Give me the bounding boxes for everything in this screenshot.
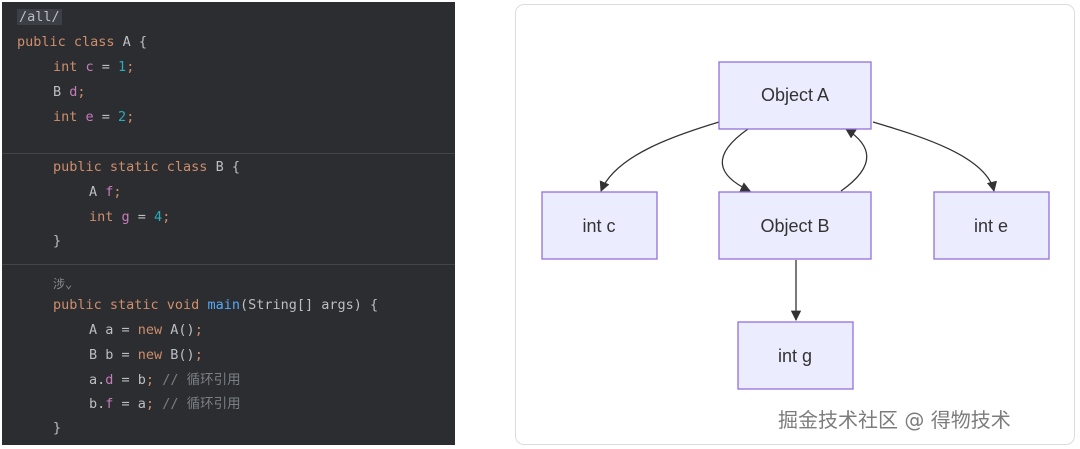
code-line: A a = new A(); — [89, 320, 203, 340]
edge-a-to-c — [599, 121, 720, 192]
node-label: Object A — [761, 85, 829, 105]
code-token: c — [85, 59, 94, 75]
code-line: } — [53, 418, 61, 438]
code-token: new — [137, 347, 171, 363]
code-line: a.d = b; // 循环引用 — [89, 370, 241, 390]
code-token: B — [53, 84, 70, 100]
code-token: 涉⌄ — [53, 277, 73, 291]
code-line: A f; — [89, 182, 122, 202]
node-label: Object B — [760, 216, 829, 236]
code-token: ; — [113, 184, 122, 200]
code-token: b. — [89, 396, 106, 412]
code-token: = a — [113, 396, 146, 412]
node-label: int e — [974, 216, 1008, 236]
code-token: ; — [145, 396, 163, 412]
node-int-g: int g — [737, 321, 854, 390]
code-token: int — [53, 109, 86, 125]
watermark: 掘金技术社区 @ 得物技术 — [778, 408, 1011, 432]
code-token: // 循环引用 — [162, 396, 241, 412]
code-token: = — [129, 209, 155, 225]
code-token: e — [85, 109, 94, 125]
code-token: ; — [126, 59, 135, 75]
code-token: public class — [17, 34, 123, 50]
code-line: int e = 2; — [53, 107, 134, 127]
code-line: b.f = a; // 循环引用 — [89, 394, 241, 414]
edge-a-to-b — [721, 128, 751, 192]
code-token: main — [207, 297, 240, 313]
code-token: public static class — [53, 159, 216, 175]
code-line: int g = 4; — [89, 207, 170, 227]
code-token: public static void — [53, 297, 208, 313]
code-token: 2 — [118, 109, 127, 125]
code-token: B() — [170, 347, 195, 363]
edge-b-to-a — [840, 128, 868, 192]
code-token: A — [89, 184, 106, 200]
code-token: int — [53, 59, 86, 75]
code-token: ; — [194, 322, 203, 338]
code-token: A() — [170, 322, 195, 338]
code-line: public class A { — [17, 32, 147, 52]
code-token: (String[] args) { — [239, 297, 379, 313]
code-editor-panel: /all/public class A {int c = 1;B d;int e… — [2, 2, 455, 445]
code-line: int c = 1; — [53, 57, 134, 77]
code-token: a. — [89, 372, 106, 388]
code-token: int — [89, 209, 122, 225]
code-token: 4 — [154, 209, 163, 225]
code-line: public static void main(String[] args) { — [53, 295, 378, 315]
code-line: public static class B { — [53, 157, 240, 177]
code-token: /all/ — [17, 9, 62, 25]
code-token: f — [105, 396, 114, 412]
node-object-a: Object A — [718, 61, 872, 130]
code-token: A { — [122, 34, 148, 50]
code-separator — [2, 264, 455, 265]
code-token: 1 — [118, 59, 127, 75]
object-reference-diagram: Object A int c Object B int e int g — [515, 4, 1075, 445]
code-token: ; — [145, 372, 163, 388]
code-token: ; — [162, 209, 171, 225]
code-token: new — [137, 322, 171, 338]
code-token: ; — [194, 347, 203, 363]
code-token: d — [105, 372, 114, 388]
code-token: ; — [77, 84, 86, 100]
edge-a-to-e — [872, 121, 998, 193]
node-label: int c — [582, 216, 615, 236]
code-line: B b = new B(); — [89, 345, 203, 365]
node-int-e: int e — [933, 191, 1050, 260]
code-separator — [2, 153, 455, 154]
code-line: } — [53, 231, 61, 251]
code-token: } — [53, 420, 62, 436]
node-label: int g — [778, 346, 812, 366]
code-token: d — [69, 84, 78, 100]
code-token: ; — [126, 109, 135, 125]
code-token: B b = — [89, 347, 138, 363]
code-token: f — [105, 184, 114, 200]
node-object-b: Object B — [718, 191, 872, 260]
diagram-canvas: Object A int c Object B int e int g — [541, 61, 1050, 390]
code-line: /all/ — [17, 7, 62, 27]
code-token: g — [121, 209, 130, 225]
code-token: B { — [215, 159, 240, 175]
code-token: = — [93, 109, 119, 125]
code-token: } — [53, 233, 62, 249]
code-token: // 循环引用 — [162, 372, 241, 388]
node-int-c: int c — [541, 191, 658, 260]
code-token: = b — [113, 372, 146, 388]
code-line: 涉⌄ — [53, 274, 72, 294]
code-token: A a = — [89, 322, 138, 338]
code-line: B d; — [53, 82, 86, 102]
code-token: = — [93, 59, 119, 75]
